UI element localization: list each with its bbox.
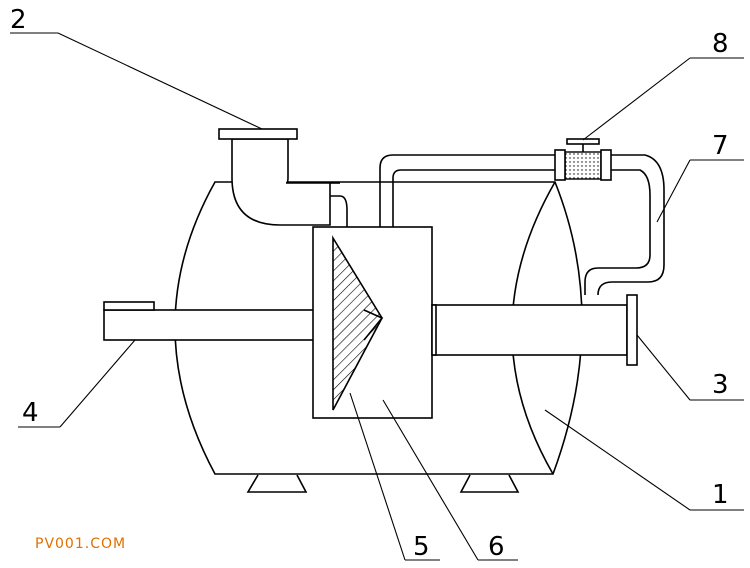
outlet-pipe [431, 304, 628, 356]
label-1: 1 [712, 480, 729, 510]
label-2: 2 [10, 5, 27, 35]
hatched-cone [332, 235, 383, 411]
bypass-pipe-outer [379, 154, 555, 227]
label-3: 3 [712, 370, 729, 400]
label-4: 4 [22, 398, 39, 428]
label-7: 7 [712, 131, 729, 161]
right-foot [459, 474, 520, 493]
inlet-pipe-cap [103, 301, 155, 311]
valve-handle [566, 138, 600, 145]
watermark: PV001.COM [35, 536, 126, 552]
inlet-elbow-pipe [231, 138, 331, 226]
valve-body [564, 151, 602, 180]
label-5: 5 [413, 532, 430, 562]
label-6: 6 [488, 532, 505, 562]
inlet-flange [218, 128, 298, 140]
filter-outlet-block [431, 304, 437, 356]
left-foot [246, 474, 308, 493]
bypass-pipe-inner [392, 169, 555, 227]
outlet-flange [626, 294, 638, 366]
label-8: 8 [712, 29, 729, 59]
